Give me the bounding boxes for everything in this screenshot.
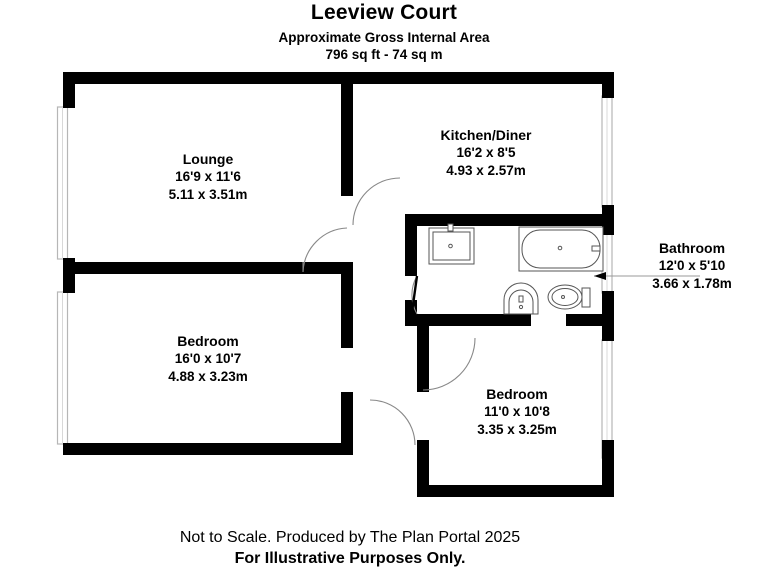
room-metric-dimensions: 4.93 x 2.57m [446, 163, 526, 178]
area-value: 796 sq ft - 74 sq m [325, 47, 443, 62]
door-bedroom2 [422, 337, 476, 391]
room-name: Bedroom [486, 386, 548, 402]
window-kitchen-right [601, 95, 613, 208]
room-metric-dimensions: 5.11 x 3.51m [168, 187, 248, 202]
walls-group [63, 72, 614, 497]
room-imperial-dimensions: 16'9 x 11'6 [175, 169, 241, 184]
area-label: Approximate Gross Internal Area [278, 30, 490, 45]
doors-group [302, 177, 476, 446]
window-lounge-left [56, 106, 69, 260]
bathtub-icon [518, 226, 604, 272]
room-name: Bedroom [177, 333, 239, 349]
room-label-bathroom: Bathroom 12'0 x 5'10 3.66 x 1.78m [616, 239, 768, 293]
room-metric-dimensions: 3.35 x 3.25m [477, 422, 557, 437]
room-imperial-dimensions: 12'0 x 5'10 [658, 258, 726, 273]
bathroom-leader-line [594, 272, 700, 280]
room-label-bedroom-main: Bedroom 16'0 x 10'7 4.88 x 3.23m [128, 332, 288, 386]
room-imperial-dimensions: 16'2 x 8'5 [456, 145, 516, 160]
room-name: Bathroom [658, 240, 726, 256]
door-kitchen [352, 177, 401, 226]
room-metric-dimensions: 3.66 x 1.78m [652, 276, 732, 291]
room-imperial-dimensions: 11'0 x 10'8 [484, 404, 550, 419]
plan-header: Leeview Court Approximate Gross Internal… [0, 0, 768, 63]
room-name: Kitchen/Diner [440, 127, 532, 143]
wash-basin-icon [503, 282, 539, 315]
door-bedroom1 [369, 399, 416, 446]
room-label-kitchen-diner: Kitchen/Diner 16'2 x 8'5 4.93 x 2.57m [391, 126, 581, 180]
toilet-icon [547, 284, 591, 310]
room-imperial-dimensions: 16'0 x 10'7 [174, 351, 242, 366]
room-label-lounge: Lounge 16'9 x 11'6 5.11 x 3.51m [128, 150, 288, 204]
door-lounge [302, 227, 348, 273]
windows-group [56, 95, 613, 459]
bathroom-fixtures [428, 223, 604, 315]
page-title: Leeview Court [310, 1, 458, 24]
room-name: Lounge [182, 151, 234, 167]
plan-footer: Not to Scale. Produced by The Plan Porta… [0, 527, 700, 569]
footer-illustrative-note: For Illustrative Purposes Only. [234, 550, 466, 567]
kitchen-sink-icon [428, 223, 475, 265]
footer-disclaimer: Not to Scale. Produced by The Plan Porta… [179, 529, 521, 546]
room-label-bedroom-second: Bedroom 11'0 x 10'8 3.35 x 3.25m [437, 385, 597, 439]
room-metric-dimensions: 4.88 x 3.23m [168, 369, 248, 384]
window-bedroom-left [56, 291, 69, 445]
